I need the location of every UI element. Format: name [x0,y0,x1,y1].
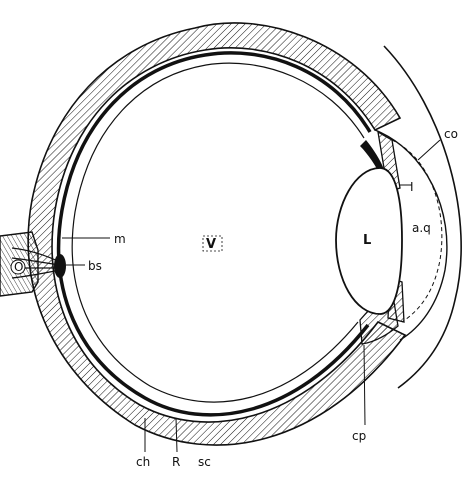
choroid [56,51,372,417]
nerve-fibers [11,247,61,279]
cornea-inner [374,129,448,341]
label-cornea: co [444,127,458,141]
lens [335,167,403,315]
sclera [27,22,407,446]
aqueous-boundary [391,139,443,323]
cornea [383,45,462,389]
label-macula: m [114,232,126,246]
label-vitreous: V [206,237,216,252]
label-lens: L [363,233,371,248]
label-retina: R [172,455,180,469]
label-sclera: sc [198,455,211,469]
svg-text:O: O [14,260,23,274]
label-choroid: ch [136,455,150,469]
retina [71,62,365,403]
blind-spot [54,254,66,278]
label-blind-spot: bs [88,259,102,273]
label-iris: I [410,180,414,194]
label-ciliary: cp [352,429,366,443]
label-aqueous: a.q [412,221,431,235]
